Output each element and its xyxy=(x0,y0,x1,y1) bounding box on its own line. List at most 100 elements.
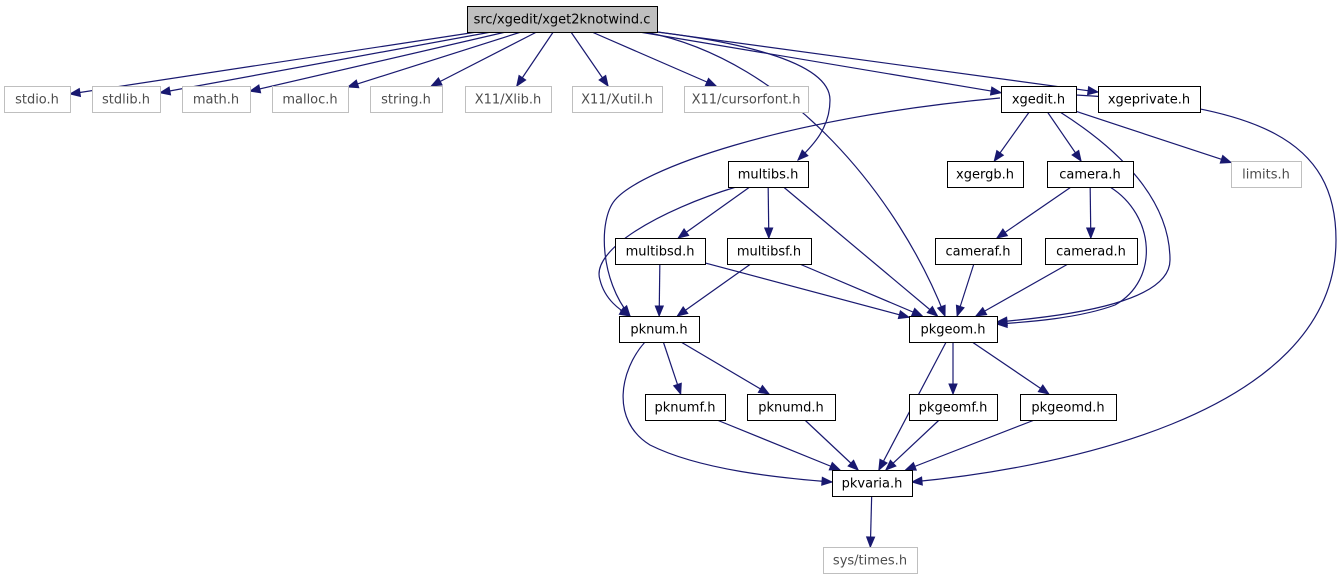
node-pkgeomf[interactable]: pkgeomf.h xyxy=(909,394,998,421)
edge-pknum-to-pkvaria xyxy=(622,341,834,486)
node-xlib-box xyxy=(465,86,552,113)
edge-root-to-cursorfont xyxy=(591,31,718,87)
node-systimes-label: sys/times.h xyxy=(833,554,907,569)
edge-cameraf-to-pkgeom xyxy=(955,263,975,318)
node-pkgeomf-box xyxy=(909,394,998,421)
node-xutil: X11/Xutil.h xyxy=(572,86,663,113)
node-stdlib: stdlib.h xyxy=(92,86,161,113)
edge-pkgeomd-to-pkvaria xyxy=(904,419,1035,471)
edge-root-to-xutil xyxy=(570,31,609,88)
node-multibs-box xyxy=(728,161,809,188)
node-cameraf[interactable]: cameraf.h xyxy=(935,238,1022,265)
edge-root-to-xlib xyxy=(516,31,554,88)
node-malloc: malloc.h xyxy=(272,86,349,113)
node-xgergb[interactable]: xgergb.h xyxy=(947,161,1024,188)
edge-root-to-stdlib xyxy=(158,31,492,96)
node-multibsd[interactable]: multibsd.h xyxy=(615,238,706,265)
node-root[interactable]: src/xgedit/xget2knotwind.c xyxy=(467,6,658,33)
edge-multibs-to-pkgeom xyxy=(783,186,939,317)
edge-root-to-malloc xyxy=(346,31,522,89)
node-xgergb-label: xgergb.h xyxy=(956,168,1014,183)
node-xgeprivate[interactable]: xgeprivate.h xyxy=(1098,86,1201,113)
node-math-box xyxy=(182,86,251,113)
node-systimes-box xyxy=(823,547,918,574)
node-pkvaria-label: pkvaria.h xyxy=(842,477,903,492)
node-string: string.h xyxy=(370,86,443,113)
edge-multibs-to-pknum xyxy=(598,186,737,317)
node-pknumf-box xyxy=(645,394,726,421)
node-xutil-label: X11/Xutil.h xyxy=(581,93,653,108)
node-xgergb-box xyxy=(947,161,1024,188)
node-stdlib-label: stdlib.h xyxy=(102,93,150,108)
node-xgedit-box xyxy=(1001,86,1077,113)
node-stdlib-box xyxy=(92,86,161,113)
node-cameraf-label: cameraf.h xyxy=(945,245,1010,260)
node-xlib: X11/Xlib.h xyxy=(465,86,552,113)
node-camera-box xyxy=(1047,161,1134,188)
edge-xgedit-to-xgergb xyxy=(993,111,1030,163)
node-cursorfont: X11/cursorfont.h xyxy=(684,86,809,113)
node-stdio-label: stdio.h xyxy=(15,93,59,108)
node-pkgeomd-label: pkgeomd.h xyxy=(1031,401,1104,416)
node-pknum[interactable]: pknum.h xyxy=(619,316,700,343)
node-pknumd-label: pknumd.h xyxy=(758,401,824,416)
edge-root-to-pkgeom xyxy=(644,31,946,318)
node-root-label: src/xgedit/xget2knotwind.c xyxy=(474,13,651,28)
node-camera-label: camera.h xyxy=(1059,168,1120,183)
node-pkgeomf-label: pkgeomf.h xyxy=(919,401,988,416)
node-string-box xyxy=(370,86,443,113)
edge-pknumd-to-pkvaria xyxy=(804,419,860,471)
edge-xgedit-to-pkvaria xyxy=(910,94,1337,486)
edge-multibs-to-multibsf xyxy=(763,186,774,240)
node-camerad[interactable]: camerad.h xyxy=(1045,238,1138,265)
edge-root-to-math xyxy=(248,31,506,94)
node-xgedit[interactable]: xgedit.h xyxy=(1001,86,1077,113)
node-multibsf-box xyxy=(727,238,812,265)
edge-pkgeom-to-pkgeomf xyxy=(948,342,958,396)
node-multibs[interactable]: multibs.h xyxy=(728,161,809,188)
edge-multibs-to-multibsd xyxy=(677,186,751,239)
node-multibsf-label: multibsf.h xyxy=(737,245,801,260)
node-xlib-label: X11/Xlib.h xyxy=(475,93,542,108)
node-pknumf[interactable]: pknumf.h xyxy=(645,394,726,421)
node-malloc-box xyxy=(272,86,349,113)
edge-multibsd-to-pknum xyxy=(654,263,665,318)
edge-pknum-to-pknumf xyxy=(662,341,682,396)
node-multibsf[interactable]: multibsf.h xyxy=(727,238,812,265)
edge-xgedit-to-pkgeom xyxy=(995,111,1171,326)
node-stdio-box xyxy=(4,86,71,113)
node-pknumd-box xyxy=(747,394,836,421)
node-pknumd[interactable]: pknumd.h xyxy=(747,394,836,421)
node-limits-label: limits.h xyxy=(1242,168,1290,183)
edge-root-to-string xyxy=(430,31,537,87)
node-pkgeom-box xyxy=(909,316,998,343)
node-multibsd-box xyxy=(615,238,706,265)
node-pkgeomd[interactable]: pkgeomd.h xyxy=(1020,394,1117,421)
node-pkvaria-box xyxy=(832,470,913,497)
node-pknum-label: pknum.h xyxy=(630,323,687,338)
node-pkgeomd-box xyxy=(1020,394,1117,421)
edge-camera-to-cameraf xyxy=(995,186,1072,239)
edge-multibsf-to-pkgeom xyxy=(799,263,924,317)
edge-pknumf-to-pkvaria xyxy=(716,419,842,471)
node-root-box xyxy=(467,6,658,33)
node-cursorfont-box xyxy=(684,86,809,113)
nodes-layer: src/xgedit/xget2knotwind.c stdio.h stdlib.… xyxy=(4,6,1302,574)
node-malloc-label: malloc.h xyxy=(282,93,337,108)
node-pkvaria[interactable]: pkvaria.h xyxy=(832,470,913,497)
node-camerad-label: camerad.h xyxy=(1056,245,1126,260)
edge-root-to-xgedit xyxy=(639,31,1003,96)
node-xgeprivate-label: xgeprivate.h xyxy=(1108,93,1190,108)
edge-xgedit-to-limits xyxy=(1075,110,1233,164)
edge-pkgeomf-to-pkvaria xyxy=(884,419,940,471)
node-cameraf-box xyxy=(935,238,1022,265)
edge-multibsd-to-pkgeom xyxy=(704,262,911,320)
node-pknumf-label: pknumf.h xyxy=(655,401,716,416)
node-camera[interactable]: camera.h xyxy=(1047,161,1134,188)
node-multibs-label: multibs.h xyxy=(738,168,799,183)
node-math-label: math.h xyxy=(193,93,239,108)
node-pkgeom[interactable]: pkgeom.h xyxy=(909,316,998,343)
edge-pknum-to-pknumd xyxy=(680,341,771,395)
node-systimes: sys/times.h xyxy=(823,547,918,574)
